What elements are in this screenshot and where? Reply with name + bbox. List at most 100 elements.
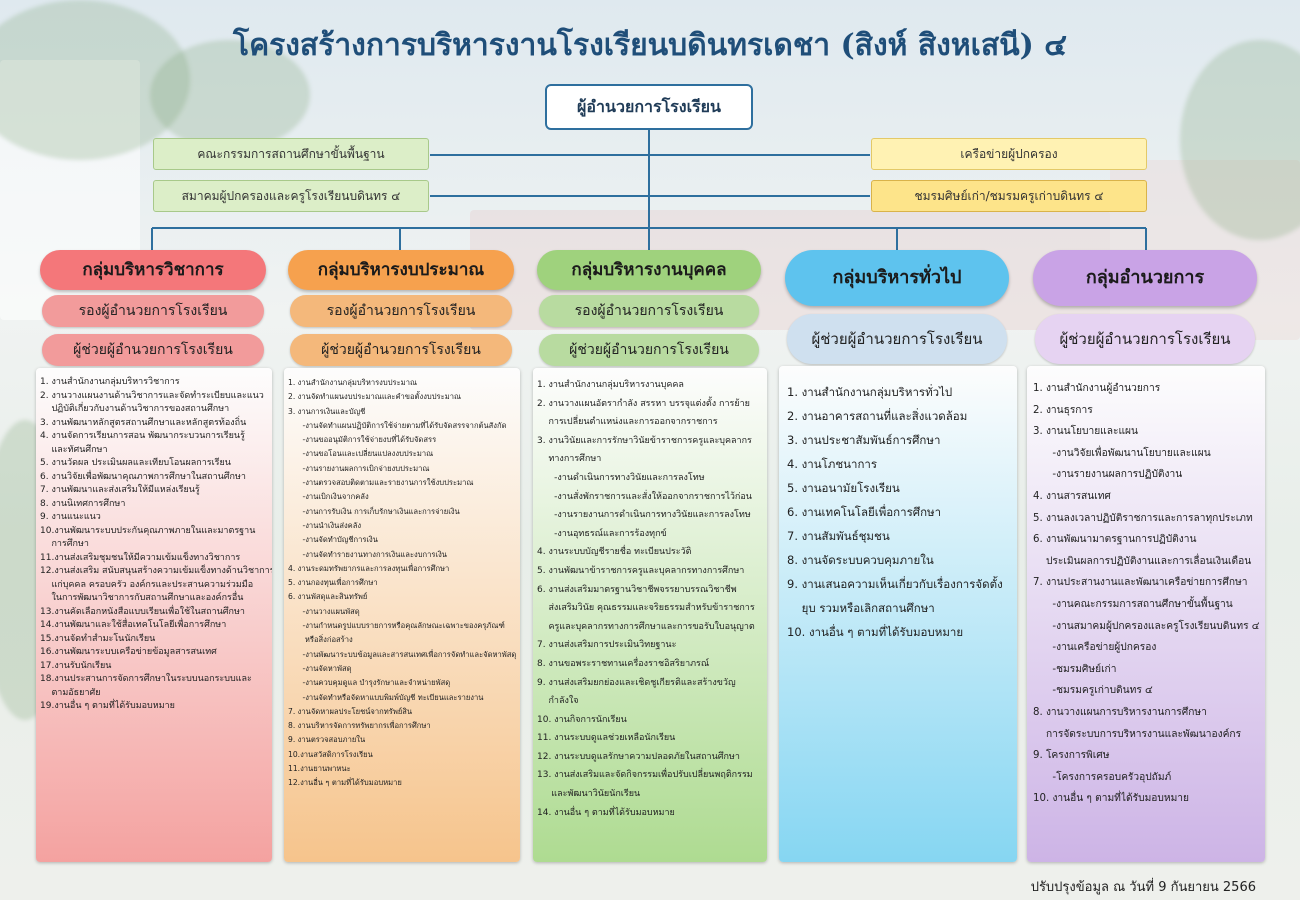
task-item: 10. งานอื่น ๆ ตามที่ได้รับมอบหมาย [787, 625, 964, 639]
assistant-box-budget: ผู้ช่วยผู้อำนวยการโรงเรียน [290, 334, 512, 366]
task-item: 8. งานนิเทศการศึกษา [40, 498, 126, 509]
task-item: 7. งานพัฒนาและส่งเสริมให้มีแหล่งเรียนรู้ [40, 485, 200, 495]
task-item: 14.งานพัฒนาและใช้สื่อเทคโนโลยีเพื่อการศึ… [40, 620, 227, 630]
task-item: 9. งานตรวจสอบภายใน [288, 735, 366, 745]
task-item: 2. งานจัดทำแผนงบประมาณและคำขอตั้งงบประมา… [288, 392, 462, 402]
task-item: 9. โครงการพิเศษ [1033, 750, 1110, 762]
page-title: โครงสร้างการบริหารงานโรงเรียนบดินทรเดชา … [232, 28, 1068, 63]
task-item: กำลังใจ [537, 696, 579, 707]
task-item: แก่บุคคล ครอบครัว องค์กรและประสานความร่ว… [40, 579, 254, 590]
task-item: -งานสั่งพักราชการและสั่งให้ออกจากราชการไ… [537, 491, 752, 502]
task-list-personnel: 1. งานสำนักงานกลุ่มบริหารงานบุคคล 2. งานว… [533, 368, 767, 862]
task-item: 3. งานประชาสัมพันธ์การศึกษา [787, 433, 941, 447]
task-item: -โครงการครอบครัวอุปถัมภ์ [1033, 771, 1172, 783]
task-item: -งานตรวจสอบติดตามและรายงานการใช้งบประมาณ [288, 478, 474, 488]
group-column-personnel: กลุ่มบริหารงานบุคคล รองผู้อำนวยการโรงเรี… [533, 250, 767, 862]
task-item: 13.งานคัดเลือกหนังสือแบบเรียนเพื่อใช้ในส… [40, 606, 245, 617]
group-column-general: กลุ่มบริหารทั่วไป ผู้ช่วยผู้อำนวยการโรงเ… [779, 250, 1017, 862]
task-item: 3. งานพัฒนาหลักสูตรสถานศึกษาและหลักสูตรท… [40, 417, 247, 428]
task-item: 11.งานส่งเสริมชุมชนให้มีความเข้มแข็งทางว… [40, 552, 241, 563]
task-item: 1. งานสำนักงานกลุ่มบริหารงานบุคคล [537, 380, 684, 390]
task-item: 9. งานแนะแนว [40, 512, 101, 522]
task-item: 11.งานยานพาหนะ [288, 764, 351, 774]
task-item: และทัศนศึกษา [40, 444, 108, 455]
task-item: 8. งานวางแผนการบริหารงานการศึกษา [1033, 706, 1207, 718]
task-item: 5. งานอนามัยโรงเรียน [787, 481, 900, 495]
task-item: 12.งานอื่น ๆ ตามที่ได้รับมอบหมาย [288, 778, 402, 788]
task-item: ในการพัฒนาวิชาการกับสถานศึกษาและองค์กรอื… [40, 593, 244, 603]
task-item: 6. งานพัฒนามาตรฐานการปฏิบัติงาน [1033, 534, 1197, 546]
task-item: 10. งานอื่น ๆ ตามที่ได้รับมอบหมาย [1033, 793, 1189, 805]
task-item: ยุบ รวมหรือเลิกสถานศึกษา [787, 601, 935, 615]
task-item: ครูและบุคลากรทางการศึกษาและการขอรับใบอนุ… [537, 621, 755, 632]
task-item: -งานควบคุมดูแล บำรุงรักษาและจำหน่ายพัสดุ [288, 678, 451, 688]
parents-teachers-association-box: สมาคมผู้ปกครองและครูโรงเรียนบดินทร ๔ [153, 180, 429, 212]
task-item: หรือสิ่งก่อสร้าง [288, 635, 353, 645]
task-item: 12. งานระบบดูแลรักษาความปลอดภัยในสถานศึก… [537, 751, 740, 762]
group-column-academic: กลุ่มบริหารวิชาการ รองผู้อำนวยการโรงเรีย… [36, 250, 272, 862]
task-item: ทางการศึกษา [537, 454, 602, 465]
task-item: 5. งานลงเวลาปฏิบัติราชการและการลาทุกประเ… [1033, 512, 1253, 524]
task-item: 5. งานกองทุนเพื่อการศึกษา [288, 578, 378, 588]
task-item: 10.งานพัฒนาระบบประกันคุณภาพภายในและมาตรฐ… [40, 525, 256, 536]
task-item: -งานขอโอนและเปลี่ยนแปลงงบประมาณ [288, 449, 434, 459]
task-item: 17.งานรับนักเรียน [40, 660, 112, 671]
task-item: 8. งานขอพระราชทานเครื่องราชอิสริยาภรณ์ [537, 658, 710, 669]
task-item: 2. งานอาคารสถานที่และสิ่งแวดล้อม [787, 409, 968, 423]
task-item: -งานคณะกรรมการสถานศึกษาขั้นพื้นฐาน [1033, 598, 1233, 610]
task-item: -ชมรมครูเก่าบดินทร ๔ [1033, 685, 1153, 697]
task-item: 4. งานระดมทรัพยากรและการลงทุนเพื่อการศึก… [288, 563, 450, 573]
task-item: -งานรายงานการดำเนินการทางวินัยและการลงโท… [537, 510, 751, 521]
task-item: 2. งานวางแผนอัตรากำลัง สรรหา บรรจุแต่งตั… [537, 398, 750, 409]
task-item: 6. งานเทคโนโลยีเพื่อการศึกษา [787, 505, 942, 519]
task-item: 16.งานพัฒนาระบบเครือข่ายข้อมูลสารสนเทศ [40, 647, 217, 657]
task-item: -งานจัดทำแผนปฏิบัติการใช้จ่ายตามที่ได้รั… [288, 420, 507, 430]
task-item: 3. งานการเงินและบัญชี [288, 406, 366, 416]
group-column-budget: กลุ่มบริหารงบประมาณ รองผู้อำนวยการโรงเรี… [284, 250, 520, 862]
task-item: และพัฒนาวินัยนักเรียน [537, 789, 641, 800]
task-item: -งานวางแผนพัสดุ [288, 606, 360, 616]
task-item: 4. งานโภชนาการ [787, 457, 878, 471]
task-item: -งานรายงานผลการเบิกจ่ายงบประมาณ [288, 463, 430, 473]
task-item: 7. งานส่งเสริมการประเมินวิทยฐานะ [537, 640, 677, 651]
assistant-box-general: ผู้ช่วยผู้อำนวยการโรงเรียน [787, 314, 1007, 364]
task-item: -งานอุทธรณ์และการร้องทุกข์ [537, 528, 667, 539]
task-item: -ชมรมศิษย์เก่า [1033, 663, 1117, 675]
group-column-administration: กลุ่มอำนวยการ ผู้ช่วยผู้อำนวยการโรงเรียน… [1027, 250, 1265, 862]
task-item: 4. งานจัดการเรียนการสอน พัฒนากระบวนการเร… [40, 431, 245, 441]
task-item: 8. งานบริหารจัดการทรัพยากรเพื่อการศึกษา [288, 721, 431, 731]
task-item: การศึกษา [40, 539, 89, 549]
assistant-box-administration: ผู้ช่วยผู้อำนวยการโรงเรียน [1035, 314, 1255, 364]
task-item: -งานเครือข่ายผู้ปกครอง [1033, 642, 1157, 654]
task-item: 14. งานอื่น ๆ ตามที่ได้รับมอบหมาย [537, 807, 675, 818]
basic-education-committee-box: คณะกรรมการสถานศึกษาขั้นพื้นฐาน [153, 138, 429, 170]
task-item: -งานดำเนินการทางวินัยและการลงโทษ [537, 472, 705, 483]
task-item: -งานวิจัยเพื่อพัฒนานโยบายและแผน [1033, 447, 1211, 459]
task-item: -งานกำหนดรูปแบบรายการหรือคุณลักษณะเฉพาะข… [288, 621, 505, 631]
deputy-box-personnel: รองผู้อำนวยการโรงเรียน [539, 295, 759, 327]
task-item: 10. งานกิจการนักเรียน [537, 714, 627, 725]
assistant-box-personnel: ผู้ช่วยผู้อำนวยการโรงเรียน [539, 334, 759, 366]
assistant-box-academic: ผู้ช่วยผู้อำนวยการโรงเรียน [42, 334, 264, 366]
task-item: 19.งานอื่น ๆ ตามที่ได้รับมอบหมาย [40, 701, 175, 711]
task-item: -งานจัดหาพัสดุ [288, 663, 352, 673]
task-item: 4. งานสารสนเทศ [1033, 490, 1111, 502]
task-item: 10.งานสวัสดิการโรงเรียน [288, 749, 373, 759]
task-item: 5. งานพัฒนาข้าราชการครูและบุคลากรทางการศ… [537, 565, 745, 576]
group-header-academic: กลุ่มบริหารวิชาการ [40, 250, 266, 290]
task-item: การจัดระบบการบริหารงานและพัฒนาองค์กร [1033, 728, 1242, 740]
task-item: -งานรายงานผลการปฏิบัติงาน [1033, 469, 1183, 481]
task-item: -งานพัฒนาระบบข้อมูลและสารสนเทศเพื่อการจั… [288, 649, 517, 659]
deputy-box-academic: รองผู้อำนวยการโรงเรียน [42, 295, 264, 327]
task-item: 9. งานเสนอความเห็นเกี่ยวกับเรื่องการจัดต… [787, 577, 1003, 591]
task-item: -งานจัดทำหรือจัดหาแบบพิมพ์บัญชี ทะเบียนแ… [288, 692, 484, 702]
task-item: 11. งานระบบดูแลช่วยเหลือนักเรียน [537, 733, 676, 744]
task-item: การเปลี่ยนตำแหน่งและการออกจากราชการ [537, 417, 718, 428]
task-item: 3. งานนโยบายและแผน [1033, 426, 1138, 438]
task-item: 1. งานสำนักงานผู้อำนวยการ [1033, 383, 1161, 394]
task-item: 12.งานส่งเสริม สนับสนุนสร้างความเข้มแข็ง… [40, 566, 272, 576]
